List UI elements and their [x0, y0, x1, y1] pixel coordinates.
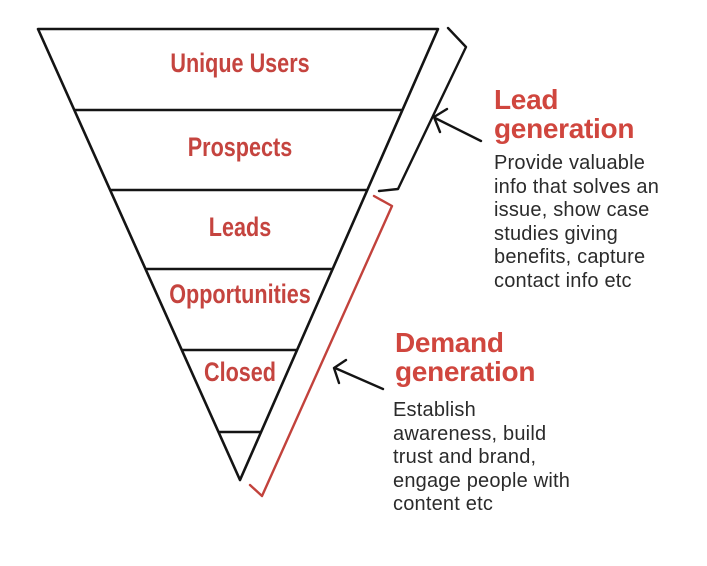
lead-generation-arrow-icon [432, 107, 483, 143]
demand-generation-arrow-icon [332, 358, 385, 391]
lead-generation-description: Provide valuable info that solves an iss… [494, 152, 660, 292]
lead-generation-bracket [377, 26, 468, 193]
demand-generation-description: Establish awareness, build trust and bra… [393, 399, 571, 515]
funnel-stage-label-closed: Closed [203, 357, 277, 387]
funnel-stage-label-unique-users: Unique Users [170, 48, 310, 78]
funnel-stage-label-leads: Leads [208, 212, 272, 242]
demand-generation-heading: Demand generation [395, 327, 536, 387]
funnel-stage-label-opportunities: Opportunities [169, 279, 311, 309]
demand-generation-bracket [248, 194, 394, 498]
funnel-stage-label-prospects: Prospects [187, 132, 293, 162]
lead-generation-heading: Lead generation [494, 84, 635, 144]
funnel-outline [36, 27, 440, 482]
